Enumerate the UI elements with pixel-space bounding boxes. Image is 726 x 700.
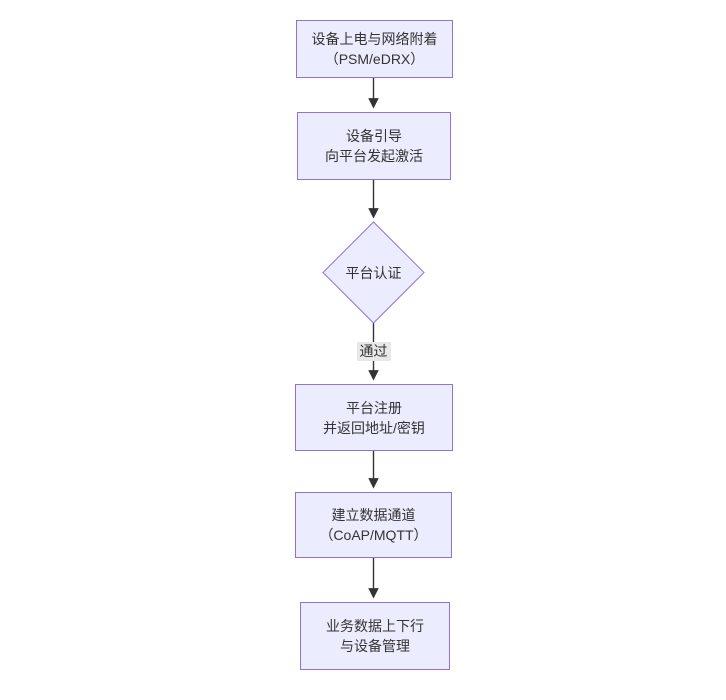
node-power-attach: 设备上电与网络附着 （PSM/eDRX） <box>296 20 453 78</box>
node-label-line: 与设备管理 <box>340 638 410 654</box>
node-platform-auth-label: 平台认证 <box>345 264 402 281</box>
node-label-line: 平台注册 <box>346 399 402 416</box>
node-device-bootstrap: 设备引导 向平台发起激活 <box>297 112 451 180</box>
edge-label-pass: 通过 <box>356 342 391 361</box>
node-platform-register: 平台注册 并返回地址/密钥 <box>295 384 453 451</box>
node-platform-auth-shape <box>322 221 425 324</box>
node-business-data: 业务数据上下行 与设备管理 <box>300 602 450 670</box>
node-label-line: 设备上电与网络附着 <box>311 31 438 47</box>
node-label-line: 业务数据上下行 <box>326 618 424 634</box>
node-label-line: 向平台发起激活 <box>325 148 423 164</box>
node-label-line: 建立数据通道 <box>331 507 416 523</box>
node-label-line: 设备引导 <box>346 128 402 144</box>
node-label-line: （CoAP/MQTT） <box>319 527 428 543</box>
node-label-line: （PSM/eDRX） <box>324 51 425 67</box>
node-data-channel: 建立数据通道 （CoAP/MQTT） <box>295 492 452 558</box>
node-label-line: 并返回地址/密钥 <box>323 419 425 436</box>
